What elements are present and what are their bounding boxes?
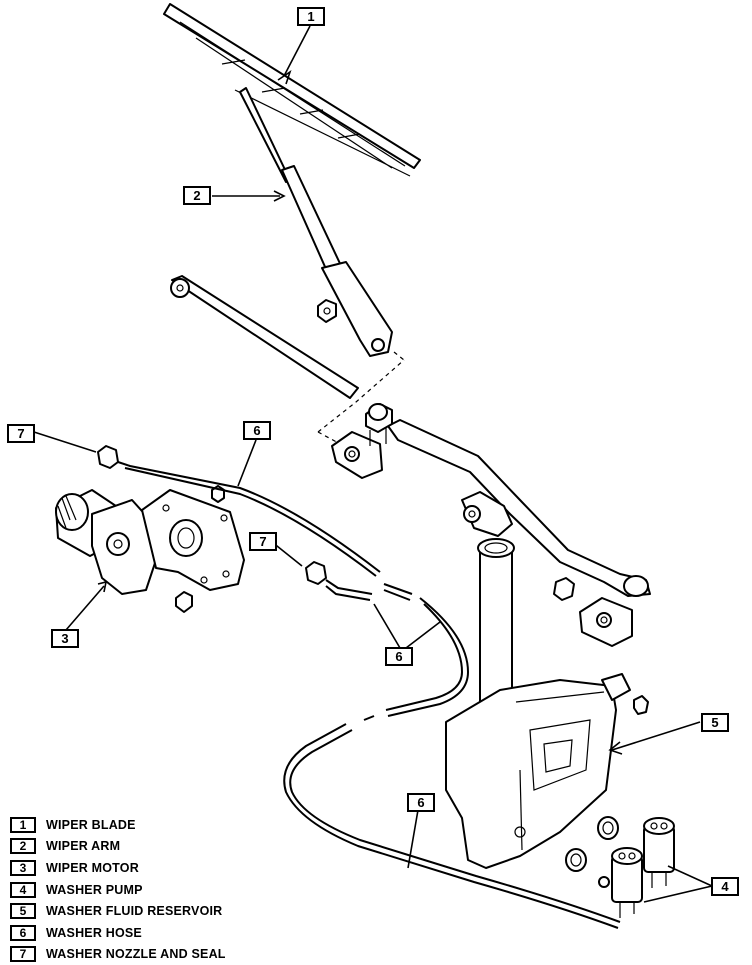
callout-7-middle-label: 7 — [259, 534, 266, 549]
washer-fluid-reservoir — [445, 538, 649, 869]
linkage-crank — [461, 491, 513, 537]
pump-grommets — [565, 816, 619, 888]
callout-6-middle: 6 — [385, 647, 413, 666]
callout-4: 4 — [711, 877, 739, 896]
legend-row-1: 1 WIPER BLADE — [10, 814, 310, 836]
legend-num-2: 2 — [10, 838, 36, 855]
legend-row-5: 5 WASHER FLUID RESERVOIR — [10, 900, 310, 922]
left-pivot — [331, 403, 393, 479]
legend-row-4: 4 WASHER PUMP — [10, 879, 310, 901]
legend-num-1: 1 — [10, 816, 36, 833]
callout-6-upper: 6 — [243, 421, 271, 440]
legend-row-7: 7 WASHER NOZZLE AND SEAL — [10, 944, 310, 965]
legend-row-2: 2 WIPER ARM — [10, 836, 310, 858]
wiper-arm — [239, 87, 405, 361]
wiper-motor — [55, 489, 245, 595]
arm-nut — [317, 299, 337, 323]
legend-label-5: WASHER FLUID RESERVOIR — [46, 904, 223, 919]
callout-1: 1 — [297, 7, 325, 26]
callout-6-lower: 6 — [407, 793, 435, 812]
washer-pump-lower — [611, 847, 643, 918]
leader-lines — [33, 25, 713, 903]
wiper-blade — [163, 3, 421, 177]
callout-2-label: 2 — [193, 188, 200, 203]
washer-pump-upper — [643, 817, 675, 888]
legend-num-5: 5 — [10, 903, 36, 920]
washer-nozzle-lower — [305, 561, 327, 585]
callout-7-middle: 7 — [249, 532, 277, 551]
right-pivot — [553, 575, 649, 647]
legend-num-6: 6 — [10, 924, 36, 941]
legend-label-3: WIPER MOTOR — [46, 860, 139, 875]
legend-row-3: 3 WIPER MOTOR — [10, 857, 310, 879]
legend-label-7: WASHER NOZZLE AND SEAL — [46, 947, 226, 962]
washer-hose — [117, 461, 621, 929]
callout-2: 2 — [183, 186, 211, 205]
wiper-linkage — [170, 275, 651, 597]
legend-num-4: 4 — [10, 881, 36, 898]
parts-legend: 1 WIPER BLADE 2 WIPER ARM 3 WIPER MOTOR … — [10, 814, 310, 965]
legend-label-4: WASHER PUMP — [46, 882, 143, 897]
legend-label-2: WIPER ARM — [46, 839, 121, 854]
callout-4-label: 4 — [721, 879, 729, 894]
legend-num-3: 3 — [10, 859, 36, 876]
legend-row-6: 6 WASHER HOSE — [10, 922, 310, 944]
callout-5-label: 5 — [711, 715, 718, 730]
callout-7-left: 7 — [7, 424, 35, 443]
callout-5: 5 — [701, 713, 729, 732]
washer-nozzle-upper — [97, 445, 119, 469]
legend-label-1: WIPER BLADE — [46, 817, 136, 832]
callout-3-label: 3 — [61, 631, 68, 646]
callout-6-middle-label: 6 — [395, 649, 402, 664]
callout-7-left-label: 7 — [17, 426, 24, 441]
callout-1-label: 1 — [307, 9, 314, 24]
legend-num-7: 7 — [10, 946, 36, 963]
callout-6-lower-label: 6 — [417, 795, 424, 810]
callout-3: 3 — [51, 629, 79, 648]
callout-6-upper-label: 6 — [253, 423, 260, 438]
legend-label-6: WASHER HOSE — [46, 925, 142, 940]
